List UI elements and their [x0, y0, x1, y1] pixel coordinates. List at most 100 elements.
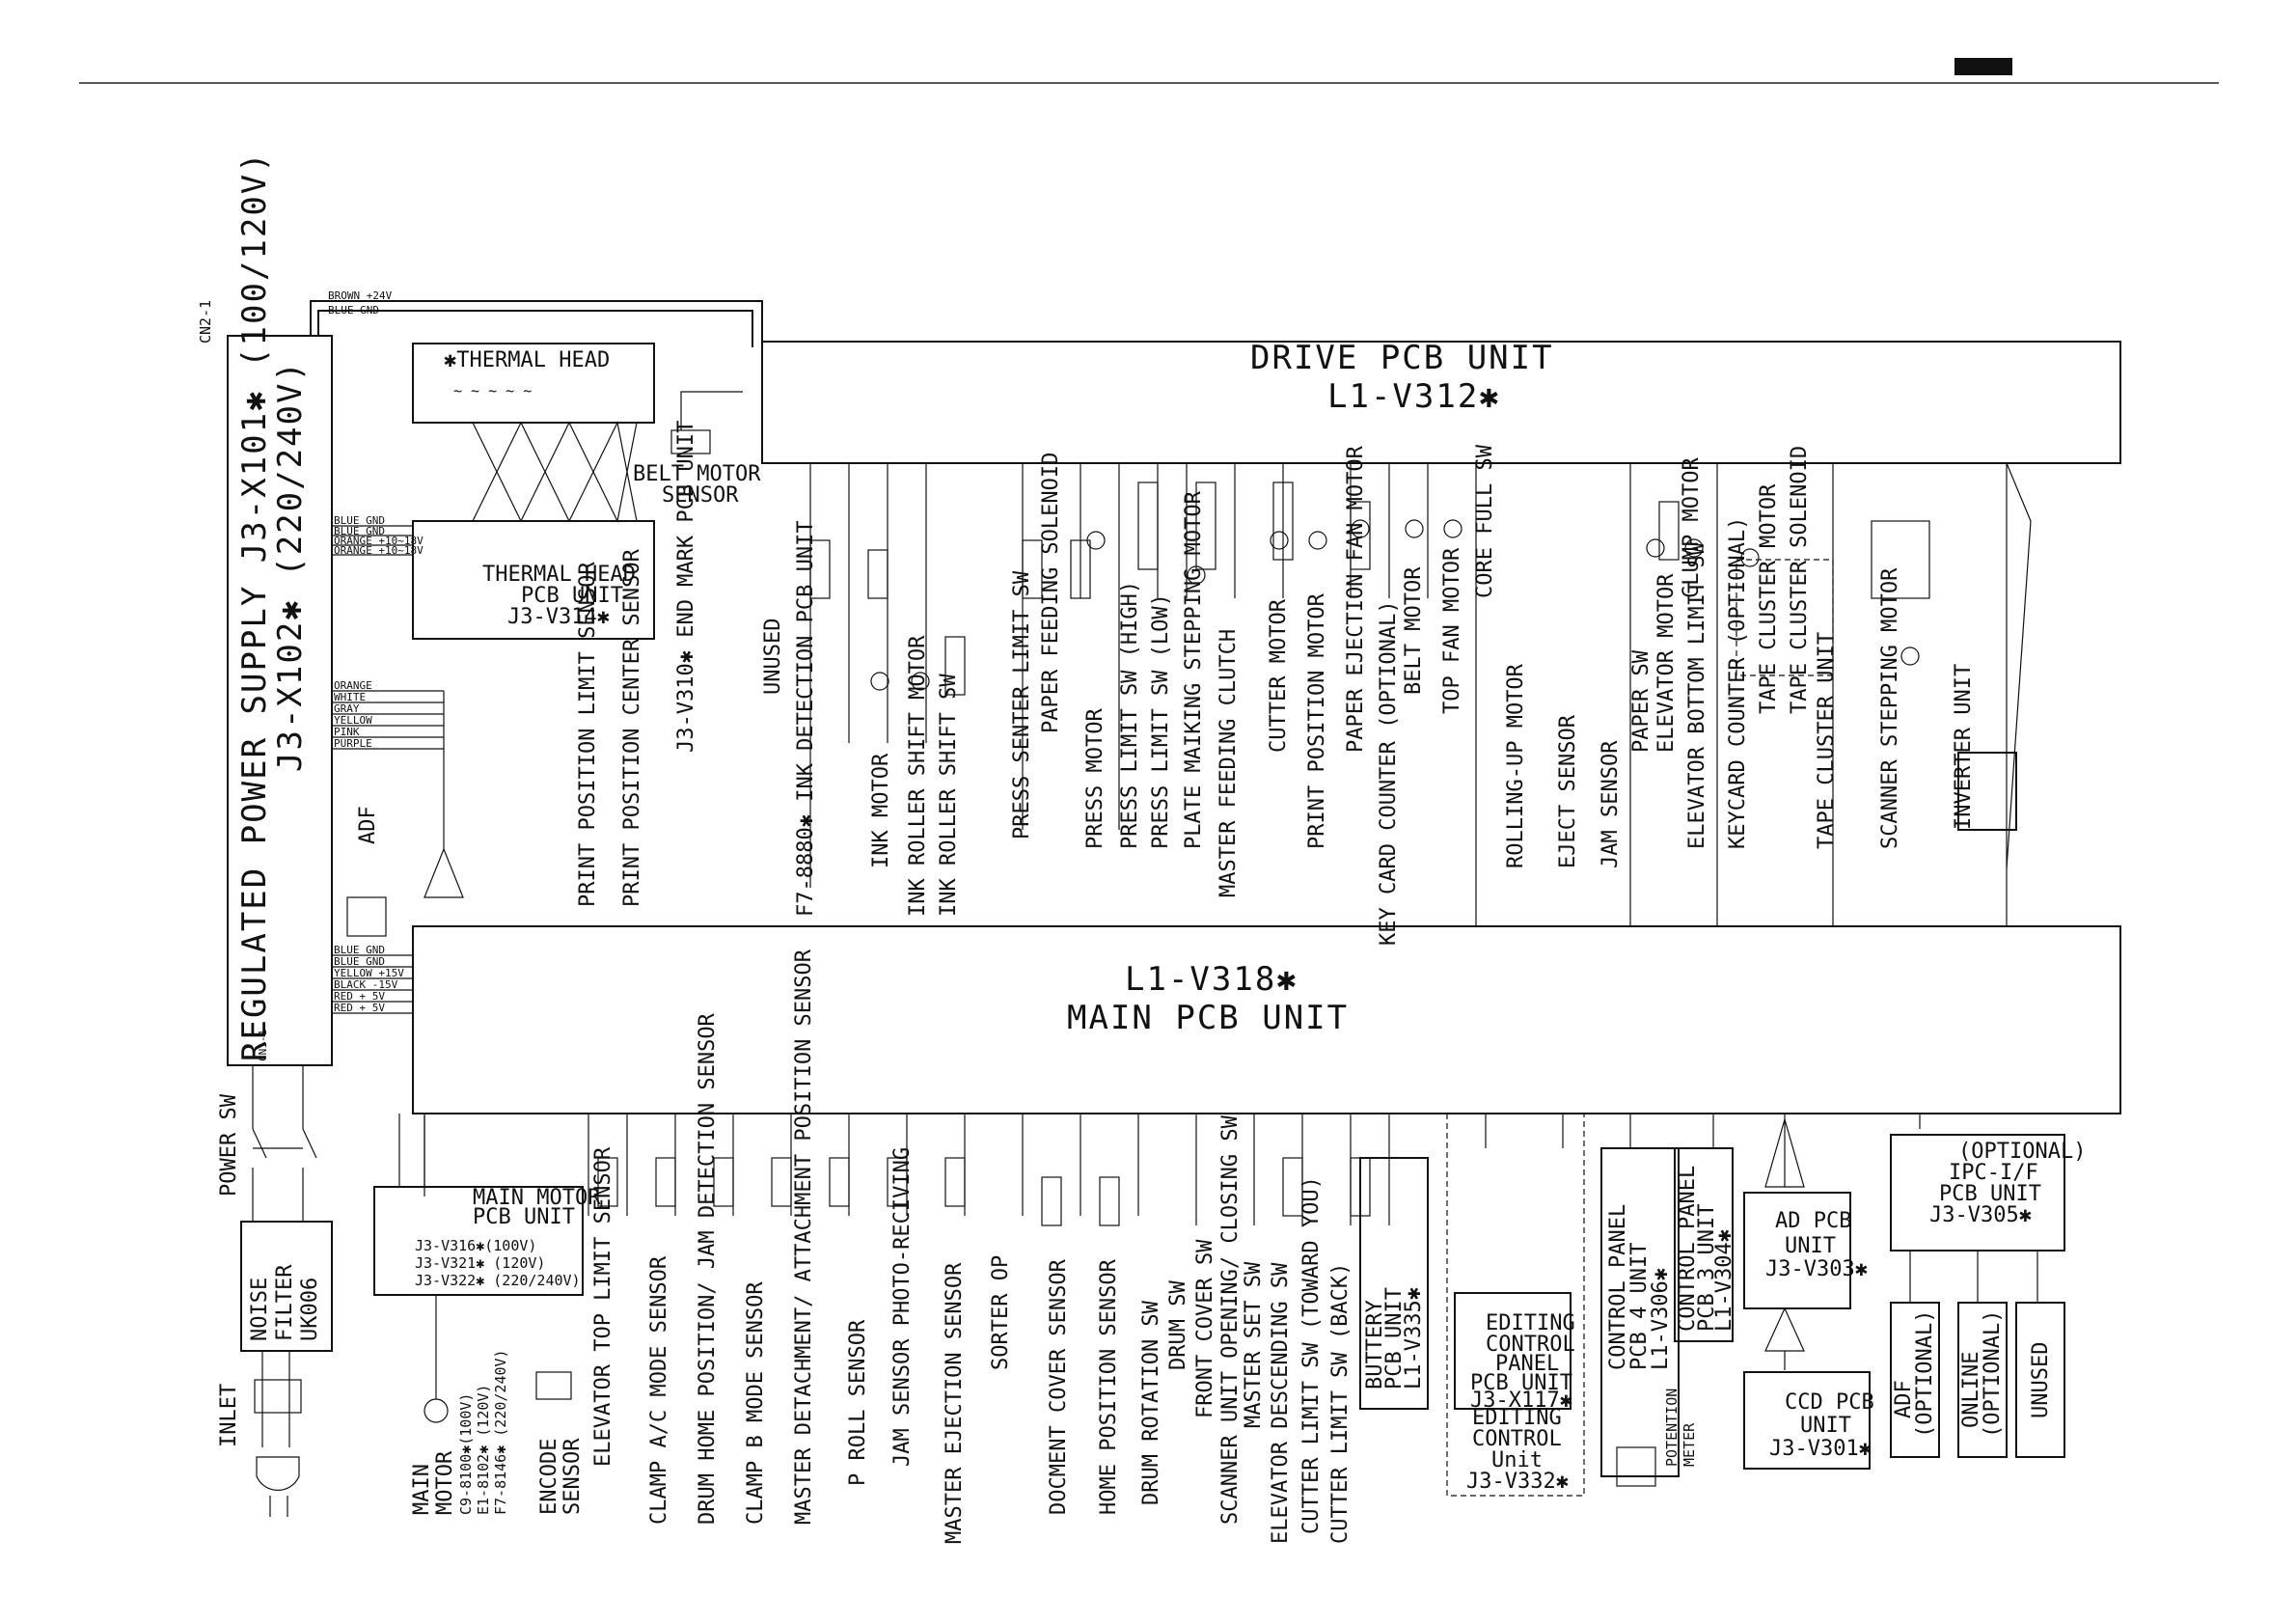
power-supply-title-2: J3-X102✱ (220/240V): [271, 360, 310, 772]
svg-text:YELLOW +15V: YELLOW +15V: [334, 967, 404, 979]
label-master-feeding-clutch: MASTER FEEDING CLUTCH: [1216, 629, 1241, 897]
cp4-l1: CONTROL PANEL: [1606, 1204, 1630, 1370]
thermal-head-pcb-box: [412, 520, 655, 640]
ad-pcb-l2: UNIT: [1785, 1234, 1836, 1258]
mm-pcb-l4: J3-V321✱ (120V): [415, 1254, 545, 1272]
inlet-label: INLET: [217, 1384, 241, 1447]
editing-panel-l2: CONTROL: [1486, 1333, 1575, 1357]
ipc-l4: J3-V305✱: [1929, 1203, 2032, 1227]
power-sw-label: POWER SW: [217, 1093, 241, 1197]
main-pcb-title: MAIN PCB UNIT: [1067, 999, 1349, 1037]
inverter-box: [1957, 752, 2017, 831]
ad-pcb-l1: AD PCB: [1775, 1209, 1851, 1233]
svg-text:BLUE GND: BLUE GND: [334, 955, 385, 968]
label-core-full-sw: CORE FULL SW: [1473, 444, 1497, 598]
encode-sensor-l2: SENSOR: [560, 1438, 585, 1515]
power-supply-box: [227, 335, 333, 1066]
label-press-senter-limit-sw: PRESS SENTER LIMIT SW: [1010, 570, 1034, 839]
label-cutter-motor: CUTTER MOTOR: [1267, 598, 1291, 753]
wire-label-brown: BROWN +24V: [328, 289, 393, 302]
label-press-motor: PRESS MOTOR: [1083, 708, 1107, 849]
label-home-position: HOME POSITION SENSOR: [1097, 1258, 1121, 1515]
control-panel-4-box: [1600, 1147, 1680, 1477]
noise-filter-l1: NOISE: [248, 1278, 272, 1341]
label-ink-roller-shift-motor: INK ROLLER SHIFT MOTOR: [906, 635, 930, 917]
editing-panel-l4: PCB UNIT: [1470, 1371, 1572, 1395]
svg-text:PURPLE: PURPLE: [334, 737, 372, 750]
label-print-position-limit: PRINT POSITION LIMIT SENSOR: [576, 562, 600, 907]
label-ink-detection-pcb: F7-8880✱ INK DETECTION PCB UNIT: [794, 520, 818, 917]
label-p-roll: P ROLL SENSOR: [846, 1319, 870, 1486]
ipc-l2: IPC-I/F: [1949, 1161, 2038, 1185]
main-motor-pcb-box: [373, 1186, 584, 1296]
power-switch-symbol: [252, 1065, 317, 1222]
cp3-l3: L1-V304✱: [1712, 1229, 1736, 1332]
cn4-wires: ORANGE WHITE GRAY YELLOW PINK PURPLE: [332, 679, 464, 898]
editing-unit-l3: Unit: [1491, 1448, 1543, 1472]
label-press-limit-sw-low: PRESS LIMIT SW (LOW): [1149, 593, 1173, 849]
noise-filter-box: [240, 1221, 333, 1352]
belt-sensor-connector: [670, 429, 711, 454]
thermal-head-pcb-line3: J3-V314✱: [507, 605, 610, 629]
cp3-l1: CONTROL PANEL: [1676, 1166, 1700, 1332]
editing-control-dashed: [1446, 1113, 1585, 1497]
label-belt-motor: BELT MOTOR: [1402, 566, 1426, 695]
thermal-head-pins: ~ ~ ~ ~ ~: [453, 382, 532, 399]
control-panel-3-box: [1674, 1147, 1734, 1342]
label-elevator-motor: ELEVATOR MOTOR: [1654, 573, 1679, 753]
label-keycard-counter: KEYCARD COUNTER (OPTIONAL): [1726, 517, 1750, 849]
thermal-head-label: ✱THERMAL HEAD: [444, 348, 610, 372]
cn3-wires: BLUE GND BLUE GND YELLOW +15V BLACK -15V…: [332, 944, 413, 1014]
label-master-detachment: MASTER DETACHMENT/ ATTACHMENT POSITION S…: [792, 949, 816, 1525]
ccd-pcb-l2: UNIT: [1800, 1414, 1851, 1438]
label-clamp-b-mode: CLAMP B MODE SENSOR: [744, 1281, 768, 1525]
editing-unit-l1: EDITING: [1472, 1406, 1562, 1430]
svg-text:RED + 5V: RED + 5V: [334, 990, 385, 1003]
thermal-head-pcb-line2: PCB UNIT: [521, 584, 623, 608]
label-clump-motor: CLUMP MOTOR: [1680, 457, 1704, 598]
label-elevator-bottom-limit-sw: ELEVATOR BOTTOM LIMIT SW: [1685, 541, 1709, 849]
svg-text:BLACK -15V: BLACK -15V: [334, 978, 398, 991]
main-motor-l3: C9-8100✱(100V): [457, 1393, 475, 1515]
belt-sensor-wire: [680, 391, 743, 430]
power-supply-title: REGULATED POWER SUPPLY J3-X101✱ (100/120…: [235, 151, 274, 1061]
adf-label: ADF: [356, 806, 380, 844]
label-master-set-sw: MASTER SET SW: [1242, 1261, 1266, 1428]
belt-sensor-line2: SENSOR: [662, 483, 739, 508]
label-front-cover-sw: FRONT COVER SW: [1193, 1239, 1217, 1418]
thermal-head-cross: [472, 421, 638, 523]
cp4-l2: PCB 4 UNIT: [1627, 1243, 1652, 1370]
online-optional-box: [1957, 1302, 2008, 1458]
label-jam-sensor-photo: JAM SENSOR PHOTO-RECIVING: [890, 1147, 915, 1467]
battery-line1: BUTTERY: [1363, 1300, 1387, 1389]
label-cutter-limit-back: CUTTER LIMIT SW (BACK): [1328, 1263, 1353, 1544]
cp3-l2: PCB 3 UNIT: [1695, 1204, 1719, 1332]
label-ink-roller-shift-sw: INK ROLLER SHIFT SW: [937, 674, 961, 917]
label-rolling-up-motor: ROLLING-UP MOTOR: [1504, 663, 1528, 868]
ccd-pcb-l1: CCD PCB: [1785, 1390, 1874, 1415]
label-end-mark-pcb: J3-V310✱ END MARK PCB UNIT: [674, 421, 698, 753]
encode-sensor-l1: ENCODE: [537, 1439, 561, 1515]
editing-panel-l3: PANEL: [1495, 1352, 1559, 1376]
belt-sensor-line1: BELT MOTOR: [633, 462, 761, 486]
thermal-head-cross-2: [472, 421, 638, 523]
mm-pcb-l5: J3-V322✱ (220/240V): [415, 1272, 581, 1289]
drive-pcb-box: [761, 341, 2121, 464]
encode-sensor-connector: [535, 1371, 572, 1400]
label-drum-sw: DRUM SW: [1166, 1280, 1190, 1370]
label-print-position-motor: PRINT POSITION MOTOR: [1305, 592, 1329, 849]
label-top-fan-motor: TOP FAN MOTOR: [1440, 547, 1464, 714]
potention-meter-box: [1616, 1446, 1656, 1487]
label-drum-rotation-sw: DRUM ROTATION SW: [1139, 1300, 1163, 1505]
wire-brown-24v: [310, 300, 763, 347]
battery-line3: L1-V335✱: [1402, 1287, 1426, 1389]
label-scanner-unit-sw: SCANNER UNIT OPENING/ CLOSING SW: [1218, 1114, 1243, 1525]
label-scanner-stepping-motor: SCANNER STEPPING MOTOR: [1878, 567, 1902, 849]
label-ink-motor: INK MOTOR: [869, 753, 893, 868]
label-tape-cluster-solenoid: TAPE CLUSTER SOLENOID: [1788, 446, 1812, 714]
drive-pcb-model: L1-V312✱: [1327, 377, 1501, 416]
thermal-head-pcb-line1: THERMAL HEAD: [482, 563, 636, 587]
unused-box: [2015, 1302, 2065, 1458]
label-cutter-limit-toward: CUTTER LIMIT SW (TOWARD YOU): [1299, 1176, 1324, 1534]
